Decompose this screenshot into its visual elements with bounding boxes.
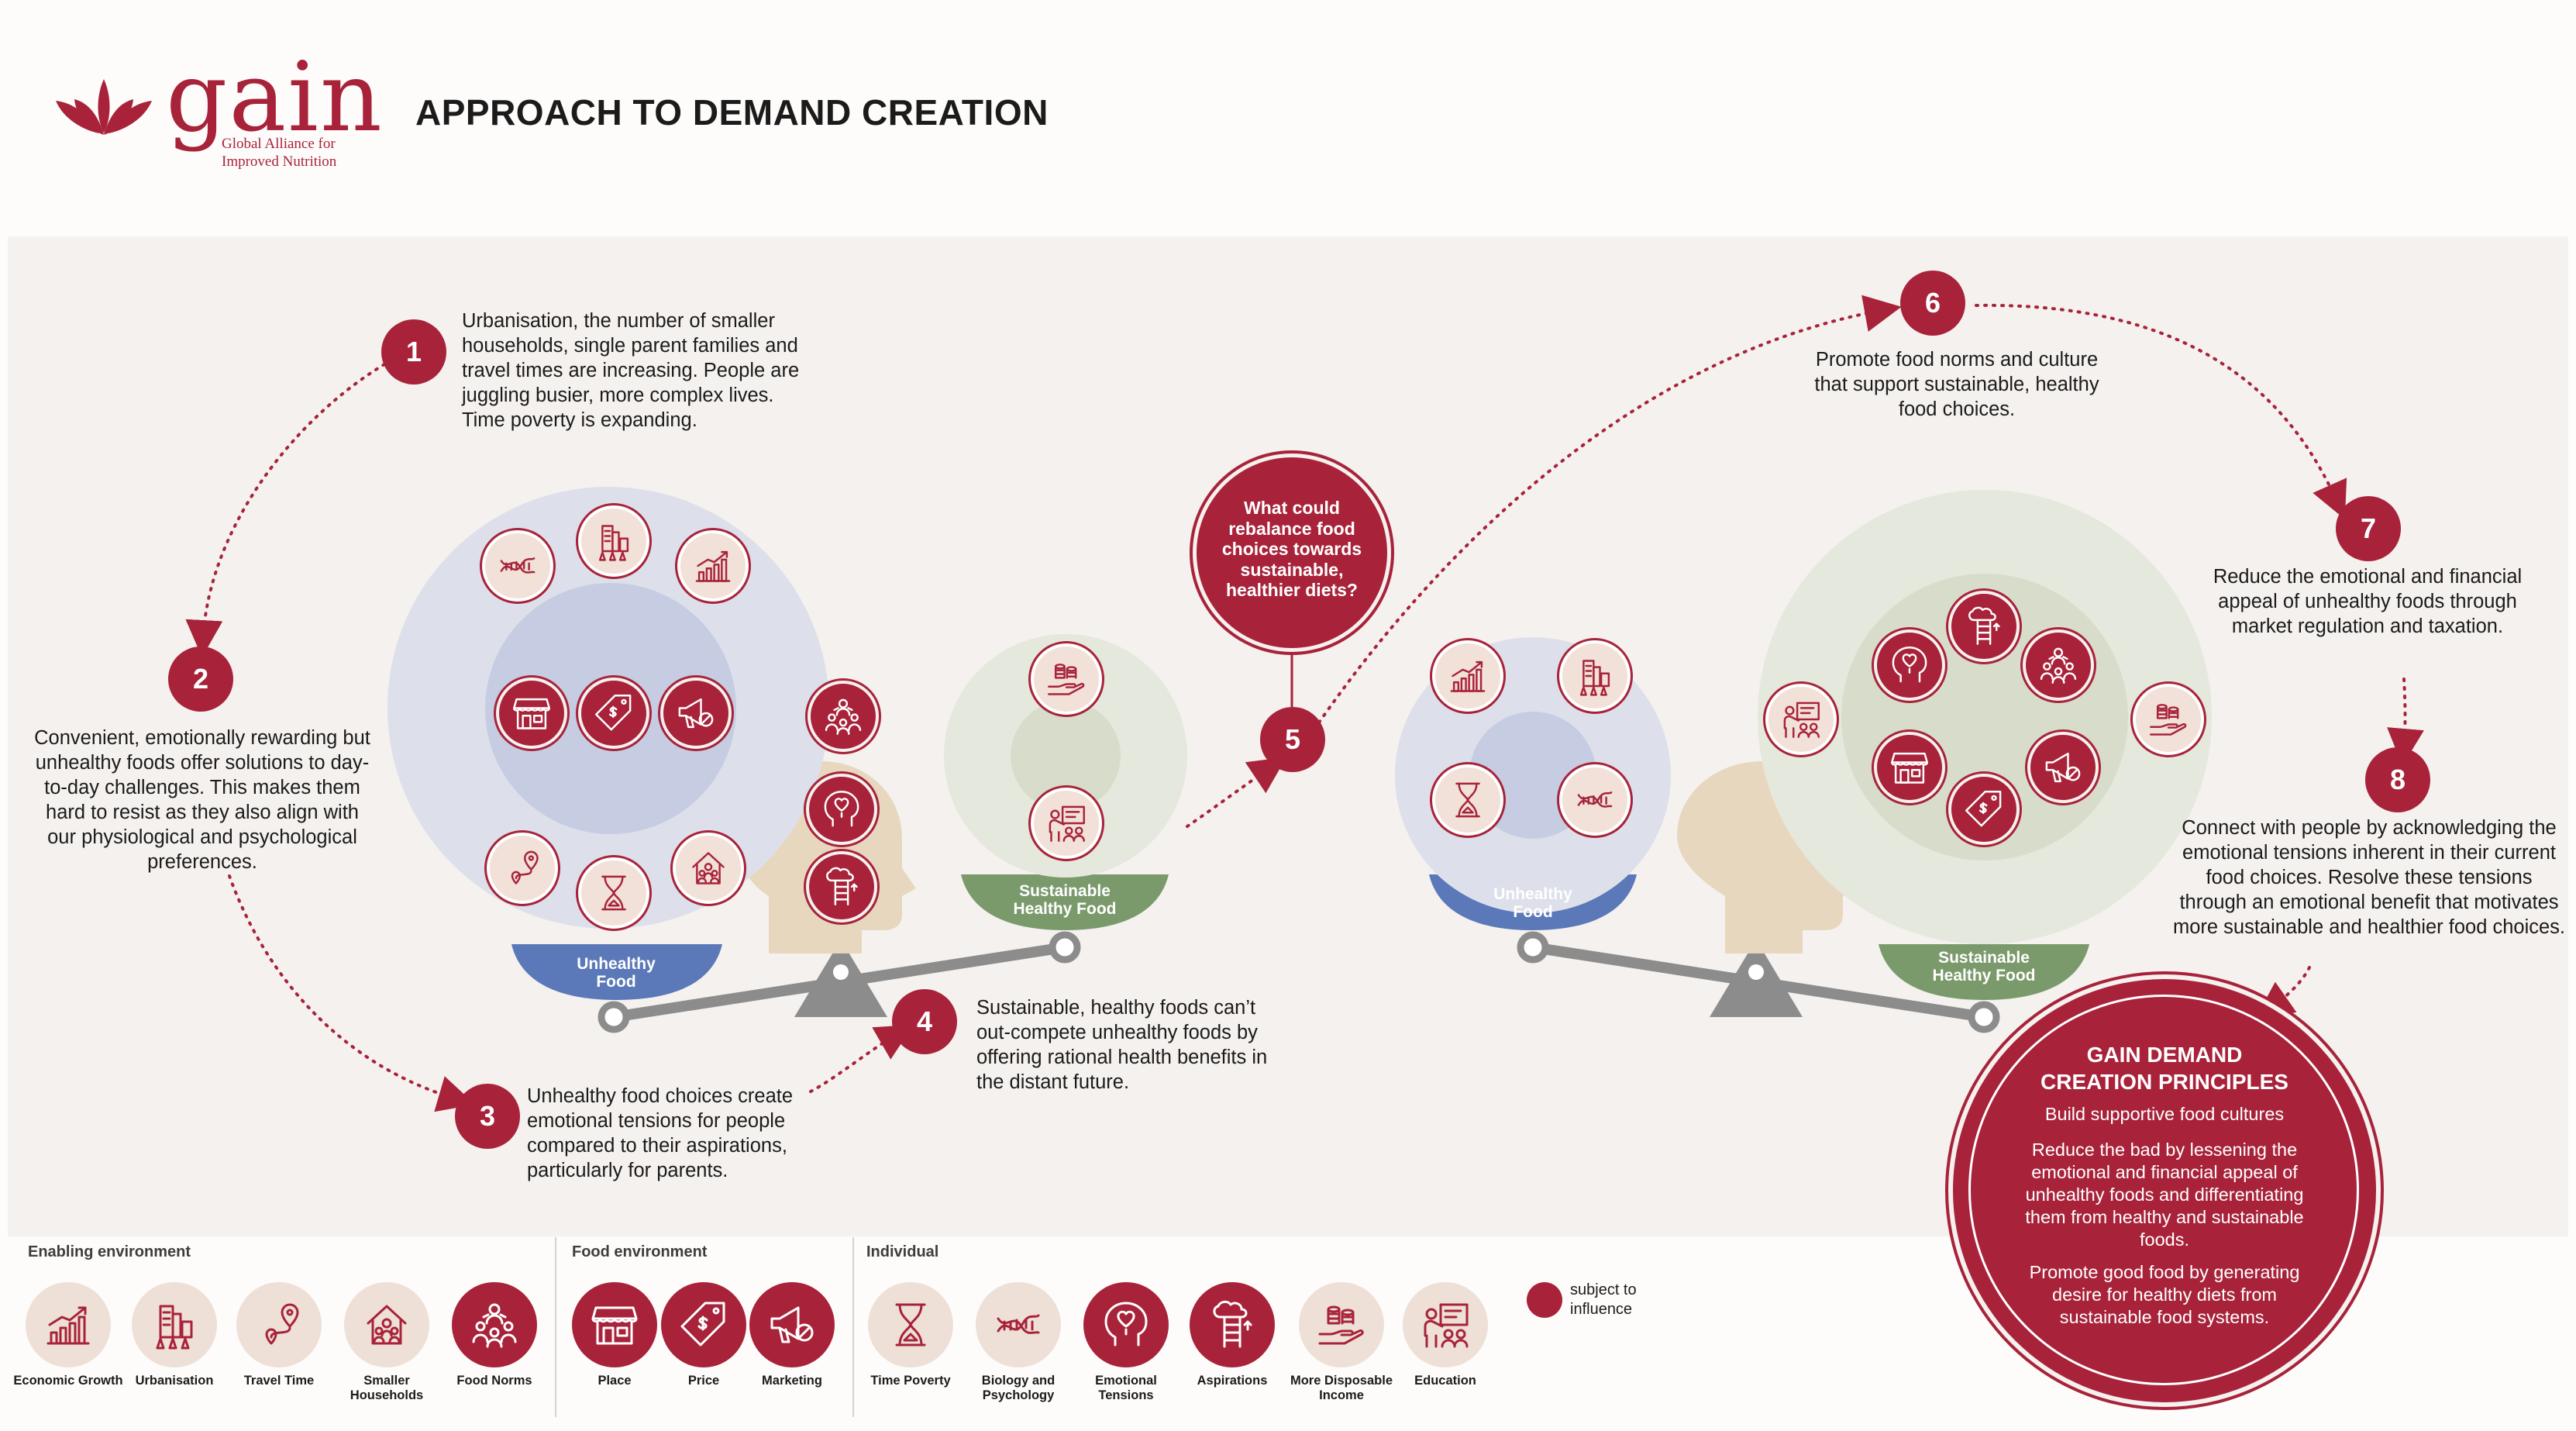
legend-label-place: Place bbox=[598, 1374, 632, 1388]
teacher-icon bbox=[1403, 1282, 1488, 1367]
aspiration-ladder-icon bbox=[1190, 1282, 1275, 1367]
shop-icon bbox=[1874, 732, 1945, 803]
question-text: What could rebalance food choices toward… bbox=[1221, 498, 1362, 600]
legend-label-emotional-tensions: Emotional Tensions bbox=[1095, 1374, 1157, 1402]
step-8-marker: 8 bbox=[2365, 747, 2430, 812]
legend-label-disposable-income: More Disposable Income bbox=[1290, 1374, 1393, 1402]
legend-label-economic-growth: Economic Growth bbox=[13, 1374, 123, 1388]
legend-label-aspirations: Aspirations bbox=[1197, 1374, 1268, 1388]
step-1-text: Urbanisation, the number of smaller hous… bbox=[462, 310, 800, 431]
price-tag-icon bbox=[1948, 774, 2020, 845]
right-sustainable-bowl-label: Sustainable Healthy Food bbox=[1932, 949, 2036, 984]
step-6-marker: 6 bbox=[1900, 271, 1965, 336]
legend-label-biology-psychology: Biology and Psychology bbox=[981, 1374, 1056, 1402]
aspiration-ladder-icon bbox=[806, 851, 877, 922]
logo-wordmark: gain bbox=[166, 42, 384, 153]
emotional-head-icon bbox=[1874, 629, 1945, 701]
growth-chart-icon bbox=[26, 1282, 111, 1367]
legend-divider bbox=[852, 1237, 854, 1417]
legend-label-smaller-households: Smaller Households bbox=[350, 1374, 424, 1402]
legend-label-urbanisation: Urbanisation bbox=[135, 1374, 214, 1388]
logo-subtitle-line2: Improved Nutrition bbox=[222, 153, 337, 170]
people-group-icon bbox=[808, 681, 879, 752]
left-sustainable-bowl-label: Sustainable Healthy Food bbox=[1013, 882, 1117, 918]
legend: Enabling environment Food environment In… bbox=[0, 1233, 1705, 1431]
step-3-text: Unhealthy food choices create emotional … bbox=[527, 1085, 794, 1181]
gain-logo: gain Global Alliance for Improved Nutrit… bbox=[53, 50, 382, 177]
megaphone-icon bbox=[749, 1282, 835, 1367]
growth-chart-icon bbox=[1432, 640, 1503, 712]
step-7-marker: 7 bbox=[2336, 496, 2401, 561]
legend-divider bbox=[555, 1237, 556, 1417]
city-icon bbox=[132, 1282, 217, 1367]
legend-label-food-norms: Food Norms bbox=[456, 1374, 532, 1388]
step-5-marker: 5 bbox=[1260, 707, 1325, 772]
step-4-text: Sustainable, healthy foods can’t out-com… bbox=[976, 997, 1268, 1093]
legend-label-marketing: Marketing bbox=[762, 1374, 822, 1388]
principle-item-2: Reduce the bad by lessening the emotiona… bbox=[2025, 1140, 2304, 1250]
shop-icon bbox=[572, 1282, 657, 1367]
right-unhealthy-bowl-label: Unhealthy Food bbox=[1493, 885, 1572, 921]
step-3-marker: 3 bbox=[455, 1084, 520, 1149]
left-unhealthy-bowl-label: Unhealthy Food bbox=[577, 955, 656, 991]
legend-label-time-poverty: Time Poverty bbox=[870, 1374, 951, 1388]
principle-item-3: Promote good food by generating desire f… bbox=[2029, 1262, 2300, 1327]
household-icon bbox=[344, 1282, 429, 1367]
subject-to-influence-key-swatch bbox=[1527, 1282, 1562, 1318]
dna-icon bbox=[976, 1282, 1061, 1367]
emotional-head-icon bbox=[1083, 1282, 1169, 1367]
city-icon bbox=[1559, 640, 1631, 712]
city-icon bbox=[578, 505, 649, 577]
route-icon bbox=[487, 833, 558, 904]
step-1-marker: 1 bbox=[381, 319, 446, 384]
coins-hand-icon bbox=[1299, 1282, 1384, 1367]
principles-title: GAIN DEMAND CREATION PRINCIPLES bbox=[2040, 1043, 2288, 1094]
people-group-icon bbox=[452, 1282, 537, 1367]
route-icon bbox=[236, 1282, 322, 1367]
step-4-marker: 4 bbox=[892, 989, 957, 1054]
hourglass-icon bbox=[868, 1282, 953, 1367]
emotional-head-icon bbox=[806, 774, 877, 845]
growth-chart-icon bbox=[677, 530, 749, 602]
legend-label-travel-time: Travel Time bbox=[243, 1374, 315, 1388]
principles-inner-ring bbox=[1968, 995, 2359, 1385]
hourglass-icon bbox=[1432, 764, 1503, 836]
teacher-icon bbox=[1031, 788, 1102, 859]
subject-to-influence-key-label: subject to influence bbox=[1570, 1281, 1637, 1318]
question-bubble: What could rebalance food choices toward… bbox=[1197, 457, 1387, 648]
step-7-text: Reduce the emotional and financial appea… bbox=[2213, 566, 2523, 637]
hourglass-icon bbox=[578, 857, 649, 929]
megaphone-icon bbox=[2027, 732, 2099, 803]
price-tag-icon bbox=[578, 678, 649, 749]
step-2-text: Convenient, emotionally rewarding but un… bbox=[34, 727, 370, 873]
dna-icon bbox=[1559, 764, 1631, 836]
legend-label-price: Price bbox=[687, 1374, 720, 1388]
legend-group-enabling-title: Enabling environment bbox=[28, 1243, 191, 1260]
logo-subtitle-line1: Global Alliance for bbox=[222, 136, 336, 152]
page-title: APPROACH TO DEMAND CREATION bbox=[415, 92, 1049, 133]
legend-group-individual-title: Individual bbox=[866, 1243, 939, 1260]
step-6-text: Promote food norms and culture that supp… bbox=[1814, 349, 2099, 420]
shop-icon bbox=[496, 678, 567, 749]
dna-icon bbox=[482, 530, 553, 602]
teacher-icon bbox=[1765, 684, 1837, 755]
people-group-icon bbox=[2023, 629, 2094, 701]
step-2-marker: 2 bbox=[168, 647, 233, 712]
lotus-emblem-icon bbox=[56, 79, 152, 138]
step-8-text: Connect with people by acknowledging the… bbox=[2172, 817, 2566, 938]
gain-principles-circle: GAIN DEMAND CREATION PRINCIPLES Build su… bbox=[1953, 979, 2376, 1402]
legend-label-education: Education bbox=[1414, 1374, 1476, 1388]
coins-hand-icon bbox=[2133, 684, 2204, 755]
aspiration-ladder-icon bbox=[1948, 591, 2020, 662]
coins-hand-icon bbox=[1031, 643, 1102, 715]
megaphone-icon bbox=[660, 678, 732, 749]
household-icon bbox=[673, 833, 744, 904]
legend-group-food-title: Food environment bbox=[572, 1243, 708, 1260]
principle-item-1: Build supportive food cultures bbox=[2044, 1104, 2285, 1124]
price-tag-icon bbox=[661, 1282, 746, 1367]
